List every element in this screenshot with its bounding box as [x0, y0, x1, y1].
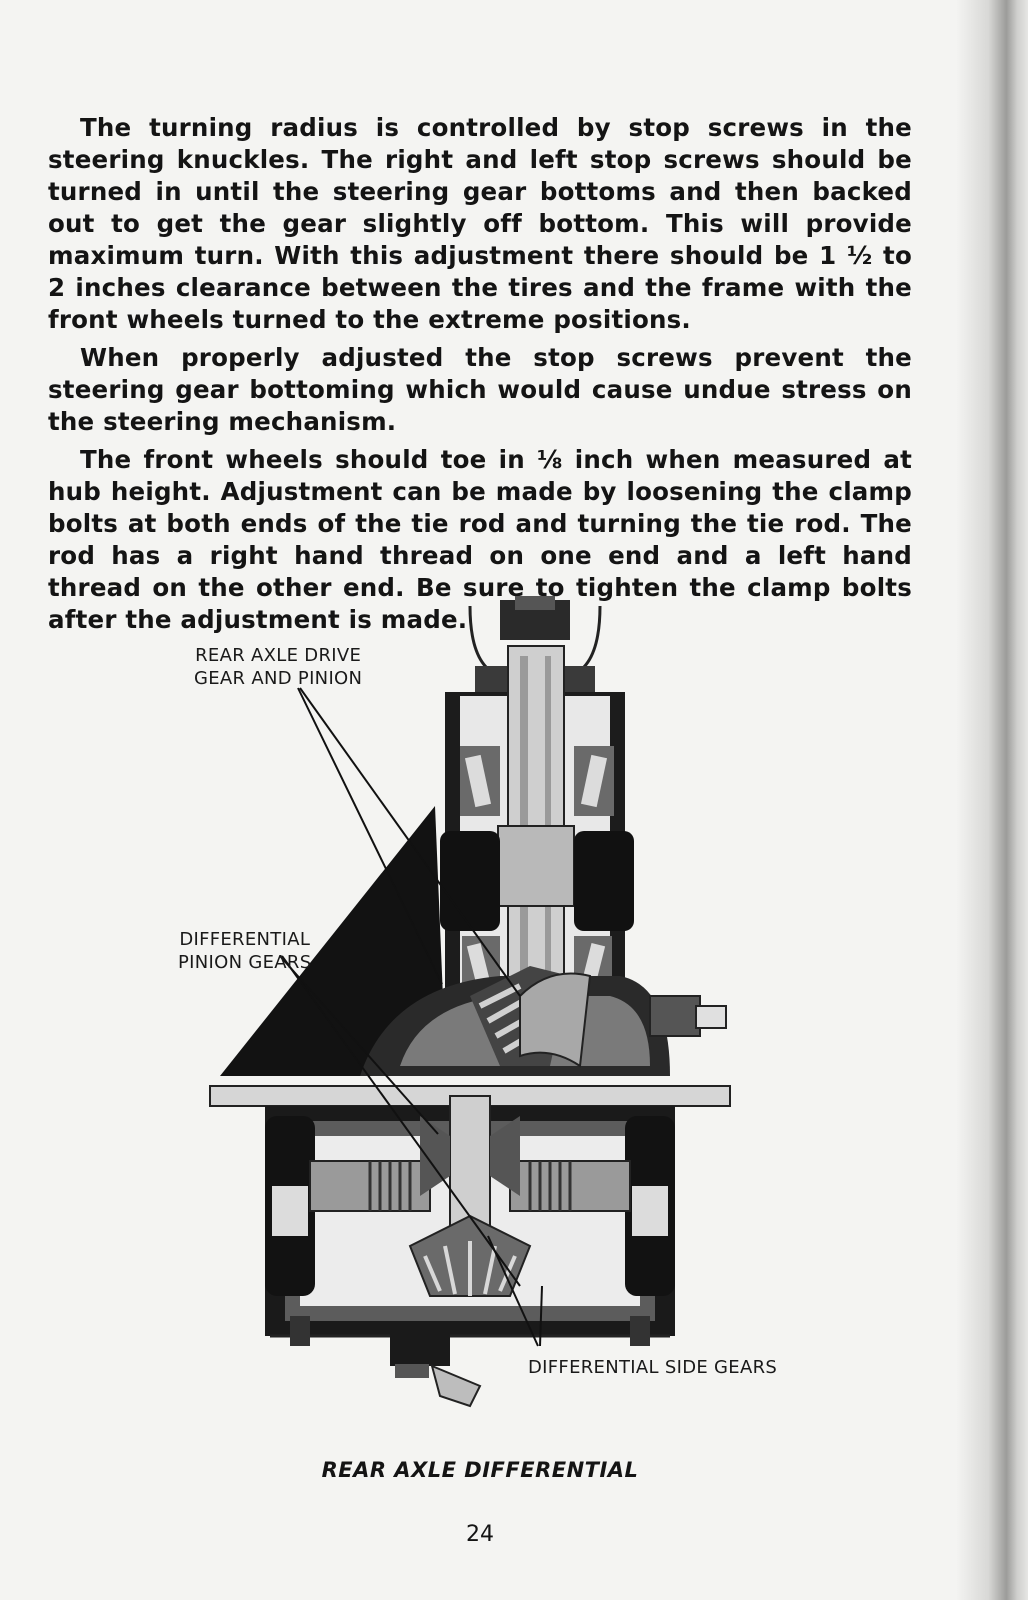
leader-line-pinion-gears-2	[281, 955, 521, 1287]
paragraph-stop-screws: When properly adjusted the stop screws p…	[48, 343, 912, 436]
leader-line-side-gears-1	[487, 1235, 539, 1347]
page-number: 24	[466, 1522, 494, 1547]
label-differential-pinion-gears: DIFFERENTIAL PINION GEARS	[178, 929, 312, 973]
page-edge-shadow	[956, 0, 1028, 1600]
leader-line-drive-gear-2	[299, 687, 521, 997]
figure-caption: REAR AXLE DIFFERENTIAL	[321, 1458, 639, 1482]
differential-cutaway-illustration	[209, 596, 731, 1408]
leader-line-pinion-gears-1	[279, 955, 439, 1135]
leader-line-side-gears-2	[539, 1285, 543, 1347]
body-text: The turning radius is controlled by stop…	[48, 112, 912, 642]
paragraph-turning-radius: The turning radius is controlled by stop…	[48, 113, 912, 334]
label-rear-axle-drive-gear-and-pinion: REAR AXLE DRIVE GEAR AND PINION	[194, 645, 363, 689]
rear-axle-differential-figure: REAR AXLE DRIVE GEAR AND PINION DIFFEREN…	[170, 596, 790, 1436]
label-differential-side-gears: DIFFERENTIAL SIDE GEARS	[528, 1357, 778, 1378]
paragraph-toe-in: The front wheels should toe in ⅛ inch wh…	[48, 445, 912, 634]
leader-line-drive-gear-1	[297, 687, 443, 985]
